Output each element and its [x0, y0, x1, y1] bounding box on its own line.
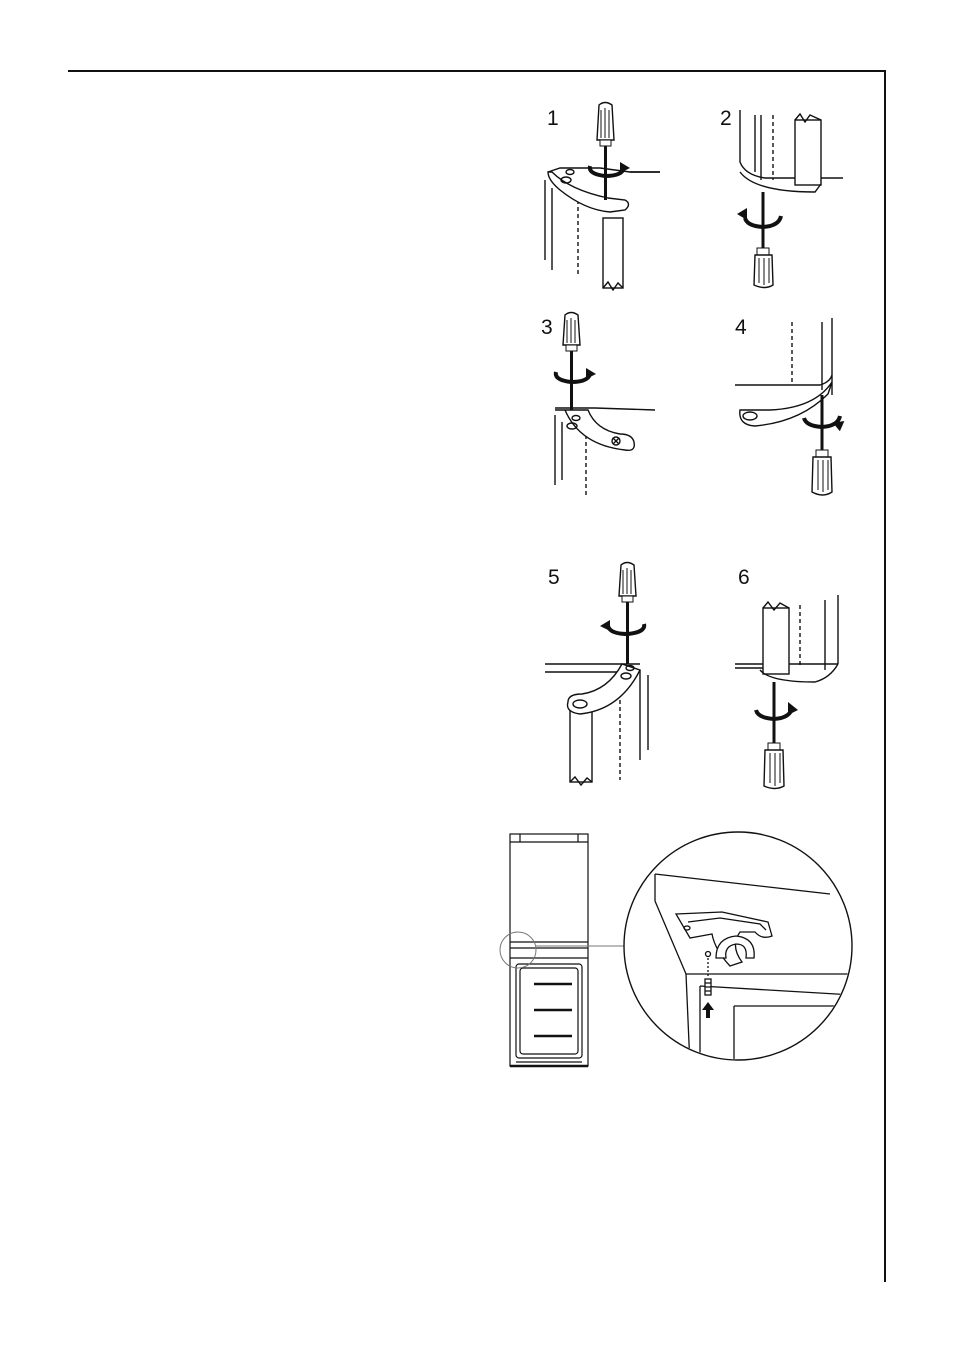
step-6-figure: 6	[730, 560, 860, 790]
step-2-figure: 2	[715, 100, 855, 300]
step-4-figure: 4	[730, 310, 860, 500]
right-margin-rule	[884, 70, 886, 1282]
hinge-plate-illustration	[540, 310, 680, 500]
screwdriver-icon	[597, 103, 614, 201]
screwdriver-icon	[764, 682, 784, 789]
counterclockwise-arrow-icon	[600, 620, 644, 634]
hinge-bottom-illustration	[715, 100, 855, 300]
fridge-detail-figure	[490, 826, 870, 1076]
screwdriver-icon	[563, 313, 580, 411]
hinge-reinstall-illustration	[540, 560, 670, 790]
clockwise-arrow-icon	[737, 208, 781, 227]
screwdriver-icon	[812, 395, 832, 495]
step-1-figure: 1	[530, 100, 660, 300]
hinge-underside-illustration	[730, 310, 860, 500]
clockwise-arrow-icon	[556, 368, 596, 382]
hinge-detail-icon	[624, 832, 870, 1066]
step-3-figure: 3	[540, 310, 680, 500]
hinge-removal-illustration	[530, 100, 660, 300]
screwdriver-icon	[619, 563, 636, 665]
top-rule	[68, 70, 886, 72]
fridge-freezer-icon	[490, 826, 870, 1076]
clockwise-arrow-icon	[804, 416, 848, 431]
hinge-refit-illustration	[730, 560, 860, 790]
step-5-figure: 5	[540, 560, 670, 790]
clockwise-arrow-icon	[756, 702, 798, 719]
screwdriver-icon	[754, 192, 773, 288]
